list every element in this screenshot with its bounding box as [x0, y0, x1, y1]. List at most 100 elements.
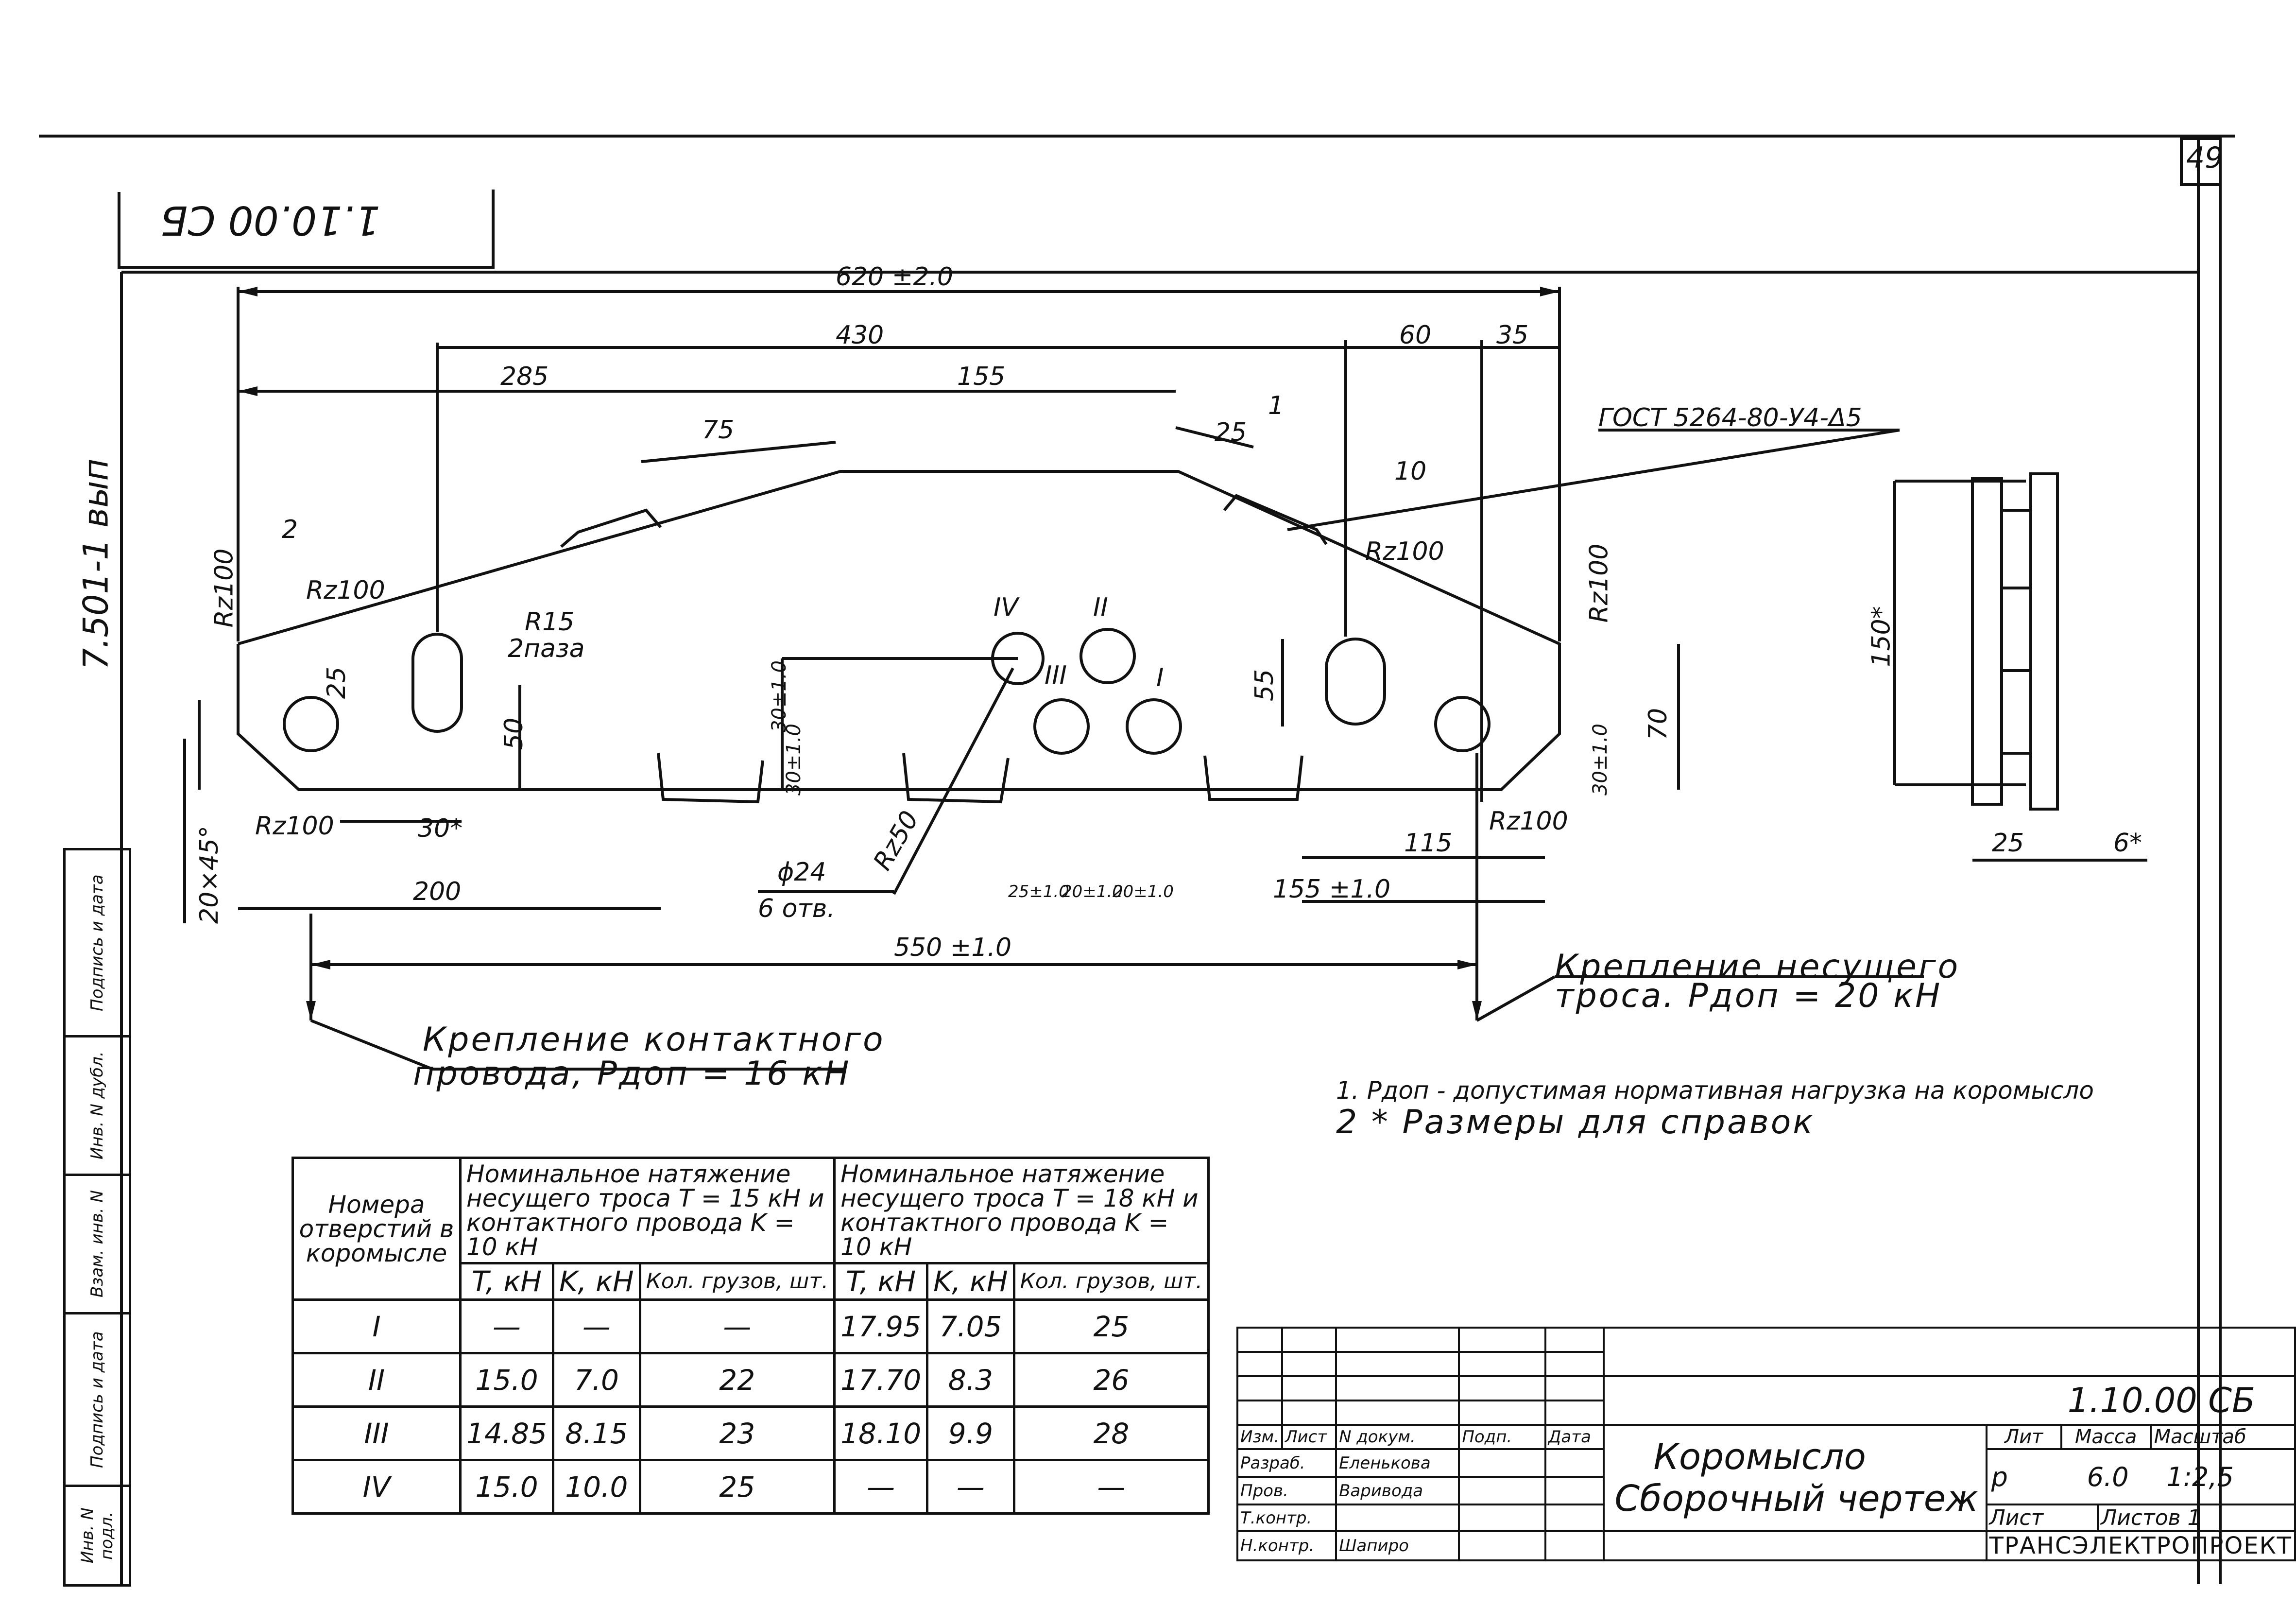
table-cell: I — [291, 1298, 462, 1354]
side-strip-orig-inv: Инв. N подл. — [63, 1485, 131, 1587]
table-cell: — — [638, 1298, 836, 1354]
table-cell: 17.70 — [833, 1352, 929, 1408]
dim-30-tol-c: 30±1.0 — [1589, 723, 1612, 796]
slots-count: 2паза — [508, 634, 585, 663]
dim-55: 55 — [1250, 669, 1280, 702]
name-razrab: Еленькова — [1335, 1448, 1460, 1478]
role-tkontr: Т.контр. — [1236, 1504, 1337, 1532]
th-date: Дата — [1544, 1424, 1605, 1450]
dim-155-tol: 155 ±1.0 — [1273, 875, 1391, 904]
dim-20-small: 20±1.0 — [1062, 882, 1123, 901]
gost-weld-spec: ГОСТ 5264-80-У4-Δ5 — [1598, 403, 1862, 432]
value-scale: 1:2,5 — [2166, 1461, 2234, 1492]
contact-wire-label: Крепление контактного — [423, 1020, 885, 1059]
hole-count: 6 отв. — [758, 894, 835, 923]
table-row: IV 15.0 10.0 25 — — — — [291, 1459, 1210, 1515]
dim-25-side: 25 — [1992, 829, 2024, 858]
side-strip-sign-date-1: Подпись и дата — [63, 848, 131, 1037]
th-lit: Лит — [1988, 1426, 2062, 1448]
dim-35: 35 — [1496, 321, 1529, 350]
header-count-2: Кол. грузов, шт. — [1012, 1262, 1210, 1301]
th-sign: Подп. — [1458, 1424, 1546, 1450]
th-doc: N докум. — [1335, 1424, 1460, 1450]
table-row: II 15.0 7.0 22 17.70 8.3 26 — [291, 1352, 1210, 1408]
dim-callout-1: 1 — [1268, 391, 1285, 420]
header-group-18kn: Номинальное натяжение несущего троса T =… — [833, 1157, 1210, 1264]
header-t: T, кН — [459, 1262, 555, 1301]
header-t-2: T, кН — [833, 1262, 929, 1301]
roughness-right-edge: Rz100 — [1584, 543, 1614, 623]
radius-r15: R15 — [525, 607, 575, 637]
roughness-bottom-left: Rz100 — [255, 812, 334, 841]
carrier-load: троса. Pдоп = 20 кН — [1555, 977, 1942, 1015]
page-number: 49 — [2186, 141, 2224, 175]
table-cell: — — [552, 1298, 641, 1354]
hole-label-i: I — [1156, 663, 1164, 692]
roughness-bottom-right: Rz100 — [1489, 807, 1568, 836]
table-cell: — — [926, 1459, 1015, 1515]
title-name-2: Сборочный чертеж — [1614, 1477, 1978, 1520]
table-cell: 23 — [638, 1405, 836, 1461]
dim-285: 285 — [500, 362, 549, 391]
title-block: 1.10.00 СБ Изм. Лист N докум. Подп. Дата… — [1236, 1327, 2296, 1561]
dim-10: 10 — [1394, 457, 1427, 486]
dim-155: 155 — [957, 362, 1006, 391]
header-group-15kn: Номинальное натяжение несущего троса T =… — [459, 1157, 836, 1264]
value-mass: 6.0 — [2087, 1461, 2129, 1492]
table-cell: 28 — [1012, 1405, 1210, 1461]
dim-30-tol-b: 30±1.0 — [783, 723, 805, 796]
dim-75: 75 — [702, 415, 735, 445]
hole-label-iv: IV — [994, 593, 1018, 622]
header-k-2: K, кН — [926, 1262, 1015, 1301]
roughness-left: Rz100 — [209, 548, 239, 628]
table-cell: — — [1012, 1459, 1210, 1515]
dim-chamfer: 20×45° — [194, 826, 224, 924]
contact-wire-load: провода, Pдоп = 16 кН — [413, 1055, 851, 1093]
title-block-code: 1.10.00 СБ — [1603, 1375, 2296, 1426]
sheets-label: Листов 1 — [2097, 1504, 2296, 1532]
name-prov: Варивода — [1335, 1476, 1460, 1505]
table-cell: III — [291, 1405, 462, 1461]
th-izm: Изм. — [1236, 1424, 1283, 1450]
dim-30-star: 30* — [418, 814, 463, 843]
hole-label-iii: III — [1045, 661, 1067, 690]
header-count: Кол. грузов, шт. — [638, 1262, 836, 1301]
carrier-label: Крепление несущего — [1555, 948, 1960, 986]
dim-30-tol-a: 30±1.0 — [768, 660, 791, 733]
table-cell: II — [291, 1352, 462, 1408]
table-cell: IV — [291, 1459, 462, 1515]
dim-overall: 620 ±2.0 — [836, 262, 954, 292]
dim-20-small-2: 20±1.0 — [1113, 882, 1174, 901]
dim-550: 550 ±1.0 — [894, 933, 1012, 962]
dim-430: 430 — [836, 321, 884, 350]
table-cell: 25 — [638, 1459, 836, 1515]
dim-200: 200 — [413, 877, 462, 906]
th-list: Лист — [1281, 1424, 1337, 1450]
hole-diameter: ϕ24 — [777, 858, 826, 887]
side-strip-sign-date-2: Подпись и дата — [63, 1312, 131, 1487]
header-k: K, кН — [552, 1262, 641, 1301]
table-cell: 15.0 — [459, 1459, 555, 1515]
side-strip-dup-inv: Инв. N дубл. — [63, 1035, 131, 1176]
table-cell: 9.9 — [926, 1405, 1015, 1461]
side-strip-replace-inv: Взам. инв. N — [63, 1174, 131, 1314]
table-cell: 18.10 — [833, 1405, 929, 1461]
table-cell: 25 — [1012, 1298, 1210, 1354]
table-cell: 17.95 — [833, 1298, 929, 1354]
table-cell: 15.0 — [459, 1352, 555, 1408]
role-prov: Пров. — [1236, 1476, 1337, 1505]
roughness-mid: Rz100 — [306, 576, 385, 605]
table-cell: 7.0 — [552, 1352, 641, 1408]
table-cell: 8.3 — [926, 1352, 1015, 1408]
table-row: III 14.85 8.15 23 18.10 9.9 28 — [291, 1405, 1210, 1461]
role-razrab: Разраб. — [1236, 1448, 1337, 1478]
dim-25-slot: 25 — [322, 666, 352, 699]
dim-25-top: 25 — [1215, 418, 1247, 447]
table-row: I — — — 17.95 7.05 25 — [291, 1298, 1210, 1354]
dim-6: 6* — [2113, 829, 2142, 858]
callout-2: 2 — [282, 515, 298, 544]
table-cell: — — [459, 1298, 555, 1354]
table-cell: 7.05 — [926, 1298, 1015, 1354]
value-lit: р — [1991, 1461, 2008, 1492]
